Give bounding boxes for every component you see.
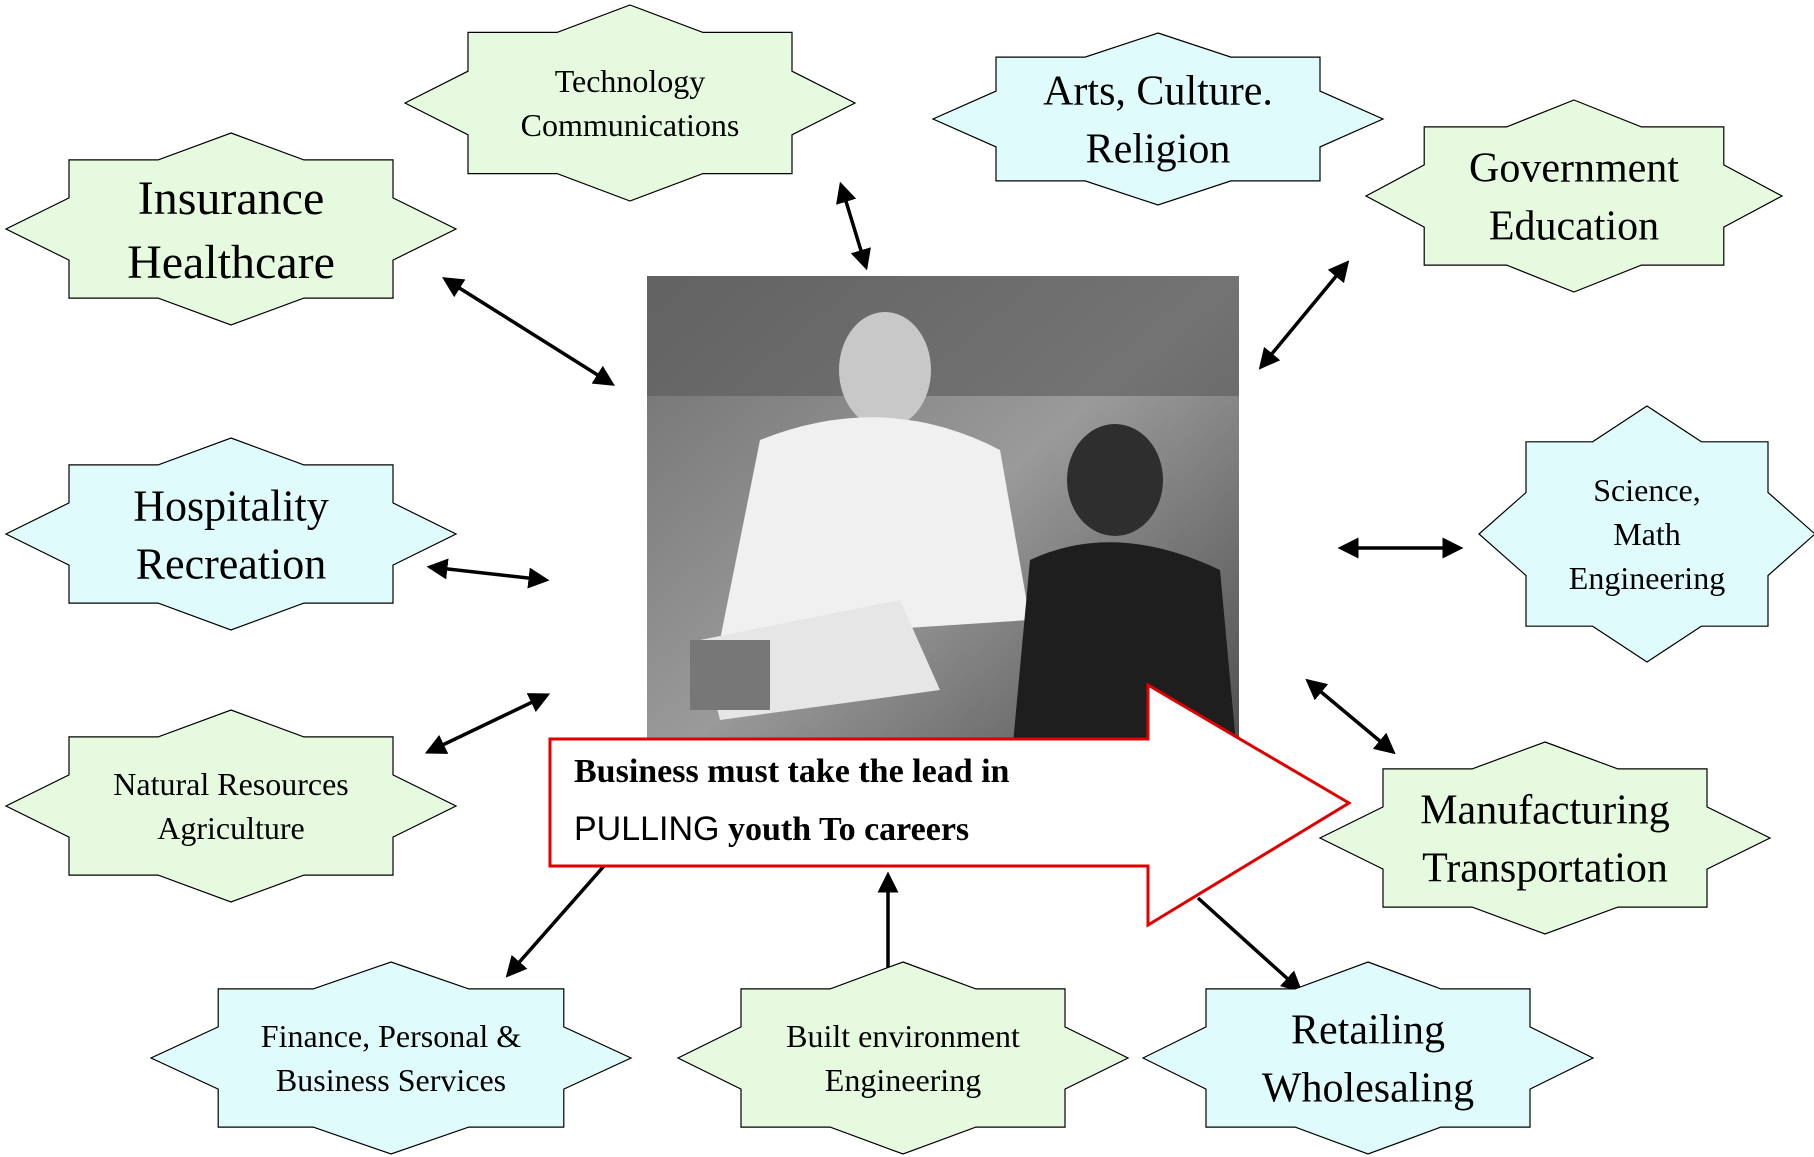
cluster-label-manufacturing-1: Transportation bbox=[1422, 846, 1668, 892]
arrow-manufacturing bbox=[1305, 678, 1396, 755]
arrow-hospitality bbox=[426, 558, 550, 589]
star-shape-manufacturing bbox=[1318, 741, 1772, 935]
star-shape-insurance bbox=[4, 132, 458, 326]
cluster-label-insurance-0: Insurance bbox=[138, 172, 325, 225]
cluster-label-science-0: Science, bbox=[1593, 472, 1701, 508]
cluster-star-finance: Finance, Personal & Business Services bbox=[149, 961, 633, 1155]
callout-line-2-rest: youth To careers bbox=[720, 811, 970, 848]
cluster-label-government-0: Government bbox=[1469, 146, 1679, 192]
star-shape-hospitality bbox=[4, 437, 458, 631]
star-shape-retailing bbox=[1141, 961, 1595, 1155]
cluster-label-science-1: Math bbox=[1613, 516, 1681, 552]
cluster-label-arts-1: Religion bbox=[1086, 127, 1231, 173]
star-shape-finance bbox=[149, 961, 633, 1155]
star-shape-technology bbox=[403, 4, 857, 202]
cluster-label-insurance-1: Healthcare bbox=[127, 236, 335, 289]
cluster-label-manufacturing-0: Manufacturing bbox=[1420, 788, 1670, 834]
cluster-label-technology-1: Communications bbox=[521, 107, 740, 143]
callout-line-1: Business must take the lead in bbox=[574, 753, 1010, 790]
cluster-label-built-1: Engineering bbox=[825, 1062, 981, 1098]
cluster-label-retailing-0: Retailing bbox=[1291, 1008, 1445, 1054]
cluster-label-hospitality-1: Recreation bbox=[136, 539, 327, 588]
cluster-label-finance-1: Business Services bbox=[276, 1062, 506, 1098]
arrow-natural bbox=[424, 693, 551, 754]
callout-line-2: PULLING youth To careers bbox=[574, 810, 969, 848]
arrow-finance bbox=[505, 864, 606, 978]
callout-pulling-word: PULLING bbox=[574, 810, 720, 848]
callout-arrow: Business must take the lead in PULLING y… bbox=[548, 682, 1352, 928]
star-shape-built bbox=[676, 961, 1130, 1155]
cluster-label-natural-1: Agriculture bbox=[157, 810, 305, 846]
star-shape-science bbox=[1478, 405, 1814, 663]
cluster-label-built-0: Built environment bbox=[786, 1018, 1020, 1054]
arrow-technology bbox=[836, 181, 871, 271]
star-shape-natural bbox=[4, 709, 458, 903]
cluster-star-arts: Arts, Culture. Religion bbox=[931, 32, 1385, 206]
cluster-label-retailing-1: Wholesaling bbox=[1262, 1066, 1474, 1112]
cluster-label-arts-0: Arts, Culture. bbox=[1043, 69, 1273, 115]
arrow-retailing bbox=[1196, 896, 1303, 993]
cluster-label-natural-0: Natural Resources bbox=[113, 766, 348, 802]
cluster-label-government-1: Education bbox=[1489, 204, 1659, 250]
star-shape-government bbox=[1364, 99, 1784, 293]
cluster-label-science-2: Engineering bbox=[1569, 560, 1725, 596]
arrow-insurance bbox=[442, 277, 615, 386]
arrow-government bbox=[1258, 260, 1350, 370]
cluster-label-finance-0: Finance, Personal & bbox=[261, 1018, 522, 1054]
cluster-label-hospitality-0: Hospitality bbox=[133, 481, 329, 530]
cluster-label-technology-0: Technology bbox=[555, 63, 706, 99]
star-shape-arts bbox=[931, 32, 1385, 206]
